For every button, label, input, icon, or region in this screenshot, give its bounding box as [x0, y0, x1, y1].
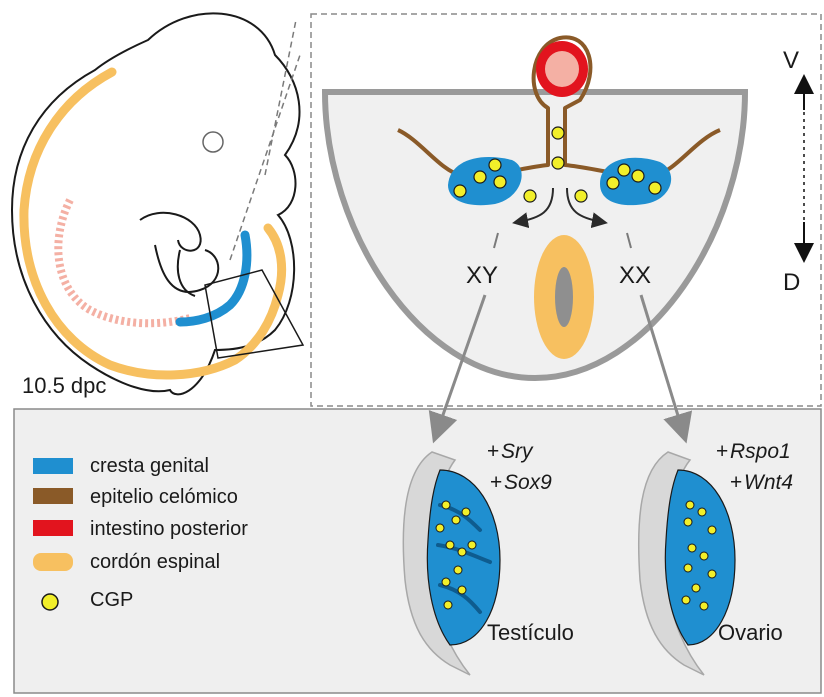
embryo-drawing: 10.5 dpc	[12, 13, 303, 398]
ovary-label: Ovario	[718, 620, 783, 645]
sex-label-xx: XX	[619, 262, 651, 289]
ovary-gene2: Wnt4	[744, 471, 793, 494]
axis-ventral-label: V	[783, 47, 799, 74]
stage-label: 10.5 dpc	[22, 373, 106, 398]
legend-label-genital-ridge: cresta genital	[90, 455, 209, 477]
cross-section-panel: XY XX V D	[311, 14, 821, 406]
testis-gene2: Sox9	[504, 471, 552, 494]
ovary-gene1: Rspo1	[730, 440, 791, 463]
spinal-canal	[555, 267, 573, 327]
embryo-eye	[203, 132, 223, 152]
testis-gene1-prefix: +	[487, 440, 499, 463]
legend-swatch-pgc	[42, 594, 58, 610]
testis-label: Testículo	[487, 620, 574, 645]
legend-label-hindgut: intestino posterior	[90, 518, 248, 540]
axis-dorsal-label: D	[783, 269, 800, 296]
legend-swatch-hindgut	[33, 520, 73, 536]
legend-label-coelomic: epitelio celómico	[90, 486, 238, 508]
ovary-gene1-prefix: +	[716, 440, 728, 463]
ovary-gene2-prefix: +	[730, 471, 742, 494]
legend-swatch-coelomic	[33, 488, 73, 504]
legend-label-spinal: cordón espinal	[90, 551, 220, 573]
hindgut-lumen	[545, 51, 579, 87]
legend-swatch-genital-ridge	[33, 458, 73, 474]
legend-label-pgc: CGP	[90, 589, 133, 611]
testis-gene2-prefix: +	[490, 471, 502, 494]
sex-label-xy: XY	[466, 262, 498, 289]
testis-gene1: Sry	[501, 440, 534, 463]
legend-swatch-spinal	[33, 553, 73, 571]
